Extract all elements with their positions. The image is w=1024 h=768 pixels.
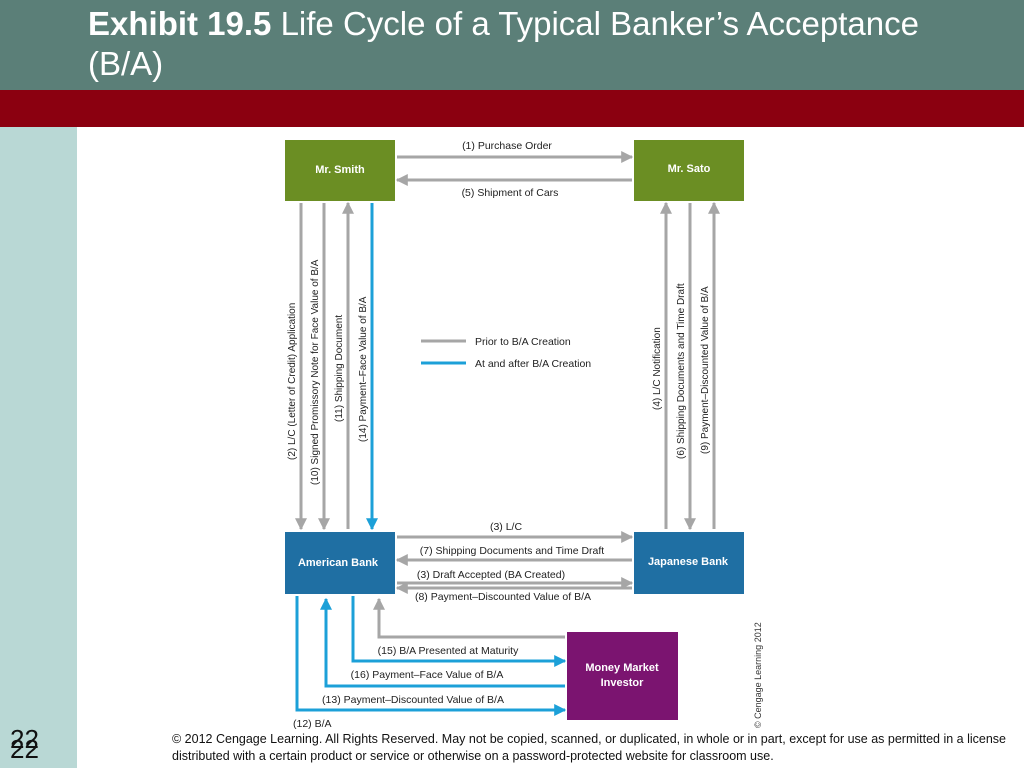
exhibit-number: Exhibit 19.5: [88, 5, 272, 42]
flow-label-lc-notification: (4) L/C Notification: [652, 327, 663, 410]
exhibit-title: Life Cycle of a Typical Banker’s Accepta…: [88, 5, 919, 82]
mr-smith-label: Mr. Smith: [315, 164, 365, 176]
slide-title: Exhibit 19.5 Life Cycle of a Typical Ban…: [88, 4, 988, 84]
arrow-payment-discounted-value-13: [320, 597, 565, 688]
arrow-ba-12: [295, 596, 567, 716]
flow-label-payment-discounted-value-8: (8) Payment–Discounted Value of B/A: [415, 591, 591, 603]
arrow-payment-face-value-16: [351, 596, 567, 667]
node-mr-smith: Mr. Smith: [285, 140, 395, 201]
image-credit: © Cengage Learning 2012: [753, 622, 763, 728]
flow-label-payment-discounted-value-13: (13) Payment–Discounted Value of B/A: [322, 694, 504, 706]
flow-label-draft-accepted: (3) Draft Accepted (BA Created): [417, 569, 565, 581]
flow-label-lc-application: (2) L/C (Letter of Credit) Application: [287, 303, 298, 460]
copyright-notice: © 2012 Cengage Learning. All Rights Rese…: [172, 732, 1007, 763]
title-bar: Exhibit 19.5 Life Cycle of a Typical Ban…: [0, 0, 1024, 90]
slide-number-shadow: 22: [10, 724, 39, 754]
legend: Prior to B/A Creation At and after B/A C…: [421, 336, 591, 370]
flow-label-shipping-docs-time-draft-7: (7) Shipping Documents and Time Draft: [420, 545, 604, 557]
node-mr-sato: Mr. Sato: [634, 140, 744, 201]
flow-label-payment-discounted-value-9: (9) Payment–Discounted Value of B/A: [700, 286, 711, 454]
node-american-bank: American Bank: [285, 532, 395, 594]
flow-label-purchase-order: (1) Purchase Order: [462, 140, 552, 152]
flow-label-payment-face-value-14: (14) Payment–Face Value of B/A: [358, 296, 369, 442]
legend-label-prior: Prior to B/A Creation: [475, 336, 571, 348]
american-bank-label: American Bank: [298, 557, 379, 569]
left-sidebar: [0, 127, 77, 768]
arrow-ba-presented-at-maturity: [373, 597, 565, 639]
flow-label-ba-presented-at-maturity: (15) B/A Presented at Maturity: [378, 645, 519, 657]
legend-label-after: At and after B/A Creation: [475, 358, 591, 370]
node-japanese-bank: Japanese Bank: [634, 532, 744, 594]
investor-label-line2: Investor: [601, 677, 645, 689]
accent-band: [0, 90, 1024, 127]
flow-label-shipping-document: (11) Shipping Document: [334, 315, 345, 422]
flow-label-signed-promissory-note: (10) Signed Promissory Note for Face Val…: [310, 259, 321, 485]
investor-label-line1: Money Market: [585, 662, 659, 674]
flow-label-payment-face-value-16: (16) Payment–Face Value of B/A: [351, 669, 504, 681]
flow-label-shipment-of-cars: (5) Shipment of Cars: [462, 187, 559, 199]
flow-label-shipping-docs-time-draft-6: (6) Shipping Documents and Time Draft: [676, 283, 687, 459]
node-money-market-investor: Money Market Investor: [567, 632, 678, 720]
slide-number-text: 22: [10, 734, 39, 764]
mr-sato-label: Mr. Sato: [668, 163, 711, 175]
japanese-bank-label: Japanese Bank: [648, 556, 729, 568]
flow-label-ba-12: (12) B/A: [293, 718, 332, 730]
flow-label-lc: (3) L/C: [490, 521, 523, 533]
